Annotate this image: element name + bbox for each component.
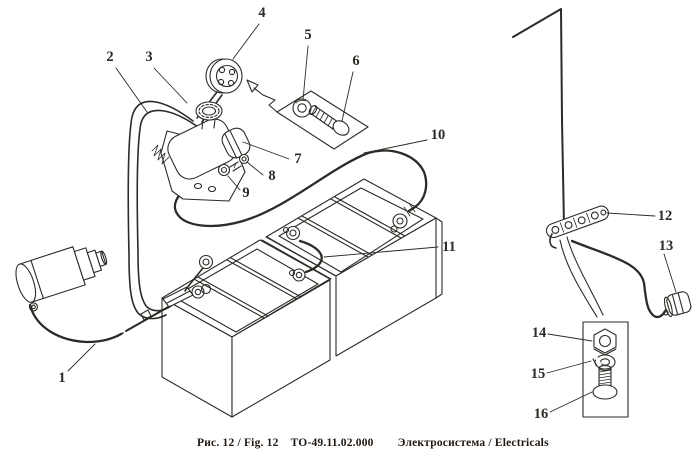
solenoid-top-cap [195, 101, 223, 130]
callout-3: 3 [145, 49, 152, 65]
callout-5: 5 [304, 27, 311, 43]
battery-bank [161, 178, 443, 418]
battery-terminals [191, 213, 408, 299]
pointer-arrow [246, 79, 278, 113]
callout-14: 14 [532, 325, 547, 341]
wire-3 [136, 109, 199, 312]
callout-10: 10 [431, 127, 446, 143]
battery-cable-10 [173, 149, 428, 228]
coil-terminal-wires [151, 144, 170, 165]
drawing-code: ТО-49.11.02.000 [290, 437, 374, 449]
callout-15: 15 [531, 366, 546, 382]
callout-11: 11 [442, 239, 456, 255]
lock-washer-15 [592, 354, 616, 370]
strip-lead-wires [559, 236, 668, 319]
callout-8: 8 [268, 168, 275, 184]
wire-2 [127, 100, 194, 320]
plug-connector-13 [663, 291, 692, 318]
callout-13: 13 [659, 238, 674, 254]
callout-1: 1 [58, 370, 65, 386]
bolt-6 [308, 105, 350, 136]
battery-cell-bars [193, 196, 406, 319]
figure-number: Рис. 12 / Fig. 12 [197, 437, 279, 449]
fastener-callout-box [582, 321, 629, 418]
screw-8 [229, 153, 250, 172]
starter-solenoid [151, 101, 251, 202]
jumper-cable-11 [298, 239, 323, 274]
round-connector-4 [205, 58, 243, 94]
figure-title: Электросистема / Electricals [397, 437, 549, 449]
nut-14 [593, 328, 617, 356]
callout-leaders [67, 23, 677, 413]
figure-caption: Рис. 12 / Fig. 12 ТО-49.11.02.000 Электр… [197, 437, 549, 449]
callout-2: 2 [106, 49, 113, 65]
nut-9 [217, 163, 231, 177]
cable-1 [28, 303, 123, 344]
bolt-16 [592, 365, 618, 400]
callout-12: 12 [658, 208, 673, 224]
callout-labels: 1 2 3 4 5 6 7 8 9 10 11 12 13 14 15 16 [58, 5, 673, 422]
callout-4: 4 [258, 5, 265, 21]
callout-7: 7 [294, 151, 301, 167]
terminal-strip-12 [545, 205, 609, 249]
callout-16: 16 [534, 406, 549, 422]
callout-6: 6 [352, 53, 359, 69]
hardware-callout-box [246, 79, 369, 150]
cylindrical-device [15, 246, 108, 312]
long-lead-wire [512, 8, 565, 227]
callout-9: 9 [242, 185, 249, 201]
